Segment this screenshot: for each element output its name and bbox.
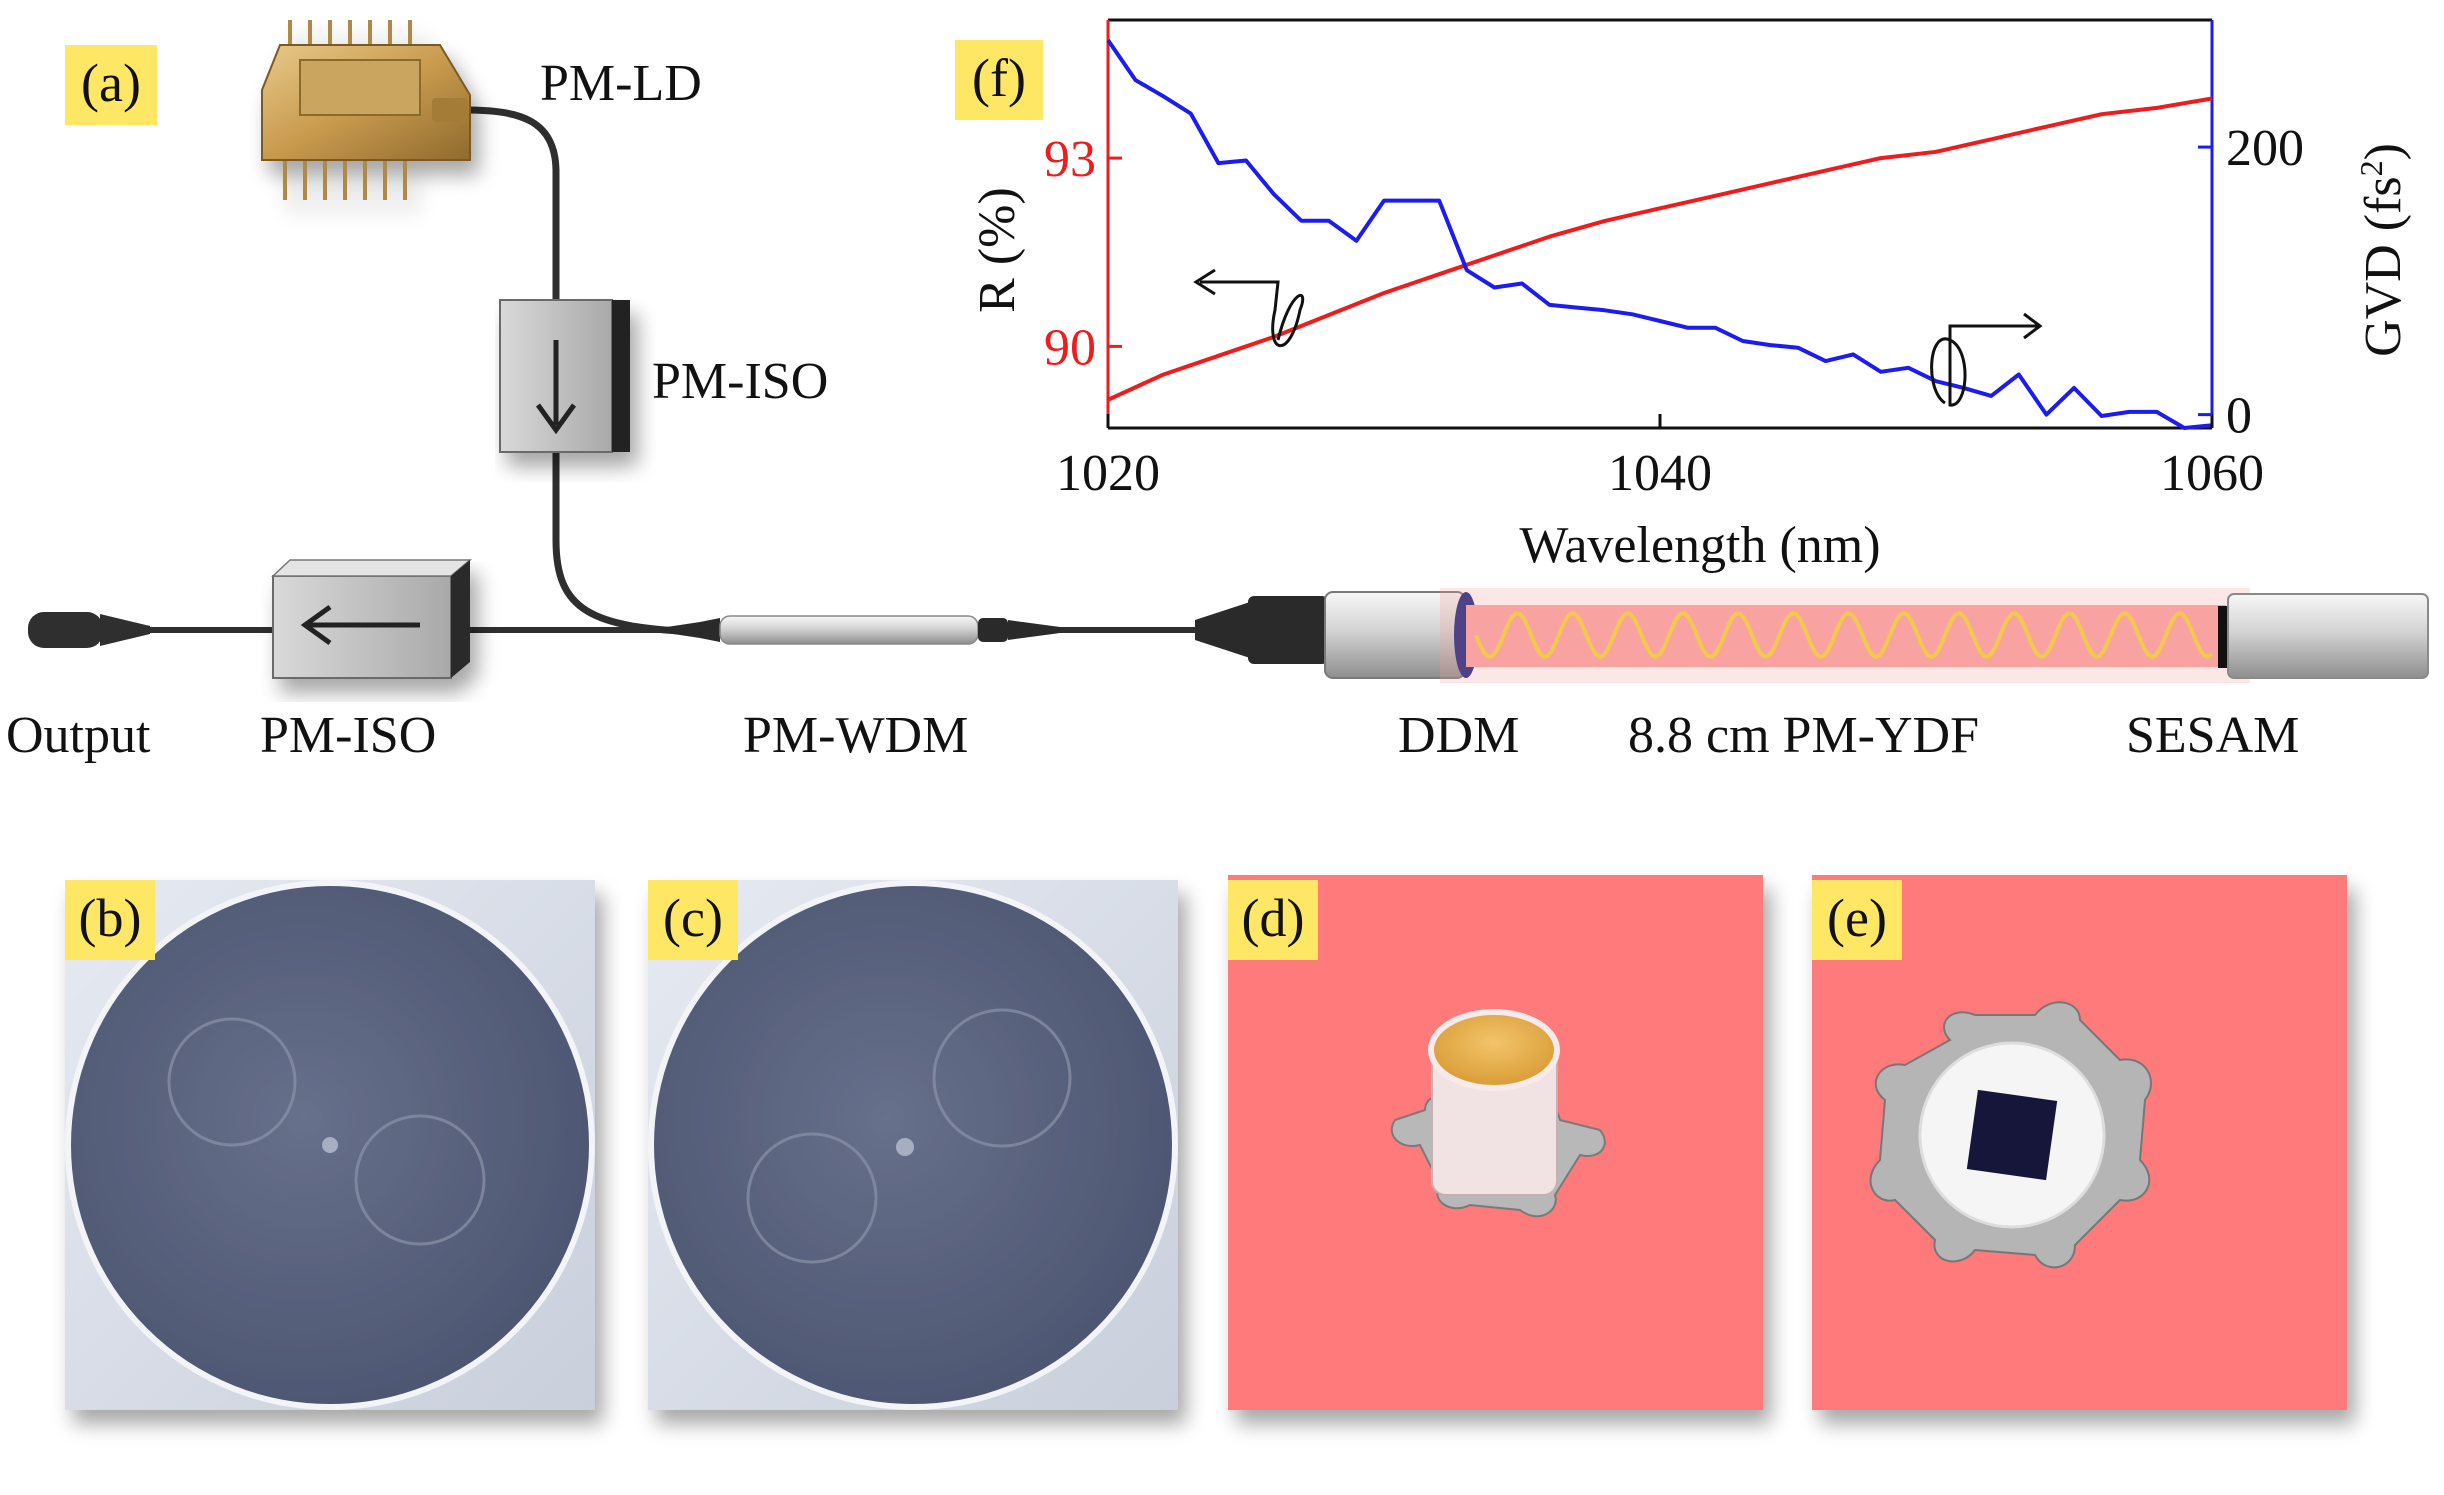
ylabel-right-tail: ) bbox=[2355, 143, 2412, 160]
pm-ld-package bbox=[261, 20, 471, 200]
ddm-connector bbox=[1195, 591, 1478, 679]
core-b bbox=[322, 1137, 338, 1153]
ylabel-right-main: GVD (fs bbox=[2355, 176, 2412, 357]
x-tick-label: 1060 bbox=[2160, 445, 2264, 502]
panel-label-e: (e) bbox=[1827, 888, 1887, 948]
chart-ylabel-left: R (%) bbox=[969, 187, 1026, 313]
panel-label-b: (b) bbox=[79, 888, 142, 948]
y-right-tick-label: 200 bbox=[2226, 120, 2304, 177]
pm-ydf-gain-fiber bbox=[1440, 588, 2250, 683]
label-ddm: DDM bbox=[1398, 707, 1519, 764]
panel-label-f: (f) bbox=[972, 48, 1026, 108]
chart-xlabel: Wavelength (nm) bbox=[1519, 517, 1880, 574]
left-axis-indicator-arrow bbox=[1193, 268, 1305, 348]
series-gvd-line bbox=[1106, 38, 2213, 430]
label-pm-ld: PM-LD bbox=[540, 55, 702, 112]
x-tick-label: 1040 bbox=[1608, 445, 1712, 502]
panel-e-photo bbox=[1812, 875, 2347, 1410]
label-ydf: 8.8 cm PM-YDF bbox=[1628, 707, 1979, 764]
label-box-b bbox=[65, 880, 155, 960]
right-axis-indicator-arrow bbox=[1930, 312, 2043, 407]
panel-a-schematic: (a) PM-LD PM-ISO Output PM-ISO PM-WDM DD… bbox=[6, 20, 2429, 764]
label-pm-wdm: PM-WDM bbox=[743, 707, 968, 764]
y-left-tick-label: 90 bbox=[1044, 319, 1096, 376]
label-box-d bbox=[1228, 880, 1318, 960]
chart-ylabel-right: GVD (fs2) bbox=[2353, 143, 2412, 357]
output-connector bbox=[28, 612, 150, 648]
plot-background bbox=[1108, 20, 2212, 428]
label-box-a bbox=[65, 45, 157, 125]
label-box-f bbox=[955, 40, 1043, 120]
y-left-tick-label: 93 bbox=[1044, 131, 1096, 188]
pm-iso-horizontal bbox=[271, 559, 473, 679]
chart-plot-area bbox=[1106, 18, 2214, 430]
stress-rod-c-lower bbox=[746, 1132, 878, 1264]
x-tick-label: 1020 bbox=[1056, 445, 1160, 502]
panel-label-d: (d) bbox=[1242, 888, 1305, 948]
sesam-chip-e bbox=[1966, 1089, 2058, 1181]
ydf-coil bbox=[1474, 610, 2214, 660]
fiber-iso-to-wdm bbox=[552, 450, 701, 636]
panel-b-photo bbox=[65, 880, 595, 1410]
y-right-tick-label: 0 bbox=[2226, 388, 2252, 445]
label-sesam: SESAM bbox=[2126, 707, 2299, 764]
ylabel-right-sup: 2 bbox=[2353, 160, 2389, 176]
label-box-e bbox=[1812, 880, 1902, 960]
chart-series-group bbox=[1106, 38, 2213, 430]
label-pm-iso-bottom: PM-ISO bbox=[260, 707, 436, 764]
panel-d-photo bbox=[1228, 875, 1763, 1410]
core-c bbox=[896, 1138, 914, 1156]
panel-label-c: (c) bbox=[663, 888, 723, 948]
ferrule-end-d bbox=[1428, 1009, 1560, 1091]
stress-rod-b-left bbox=[167, 1017, 297, 1147]
pm-iso-vertical bbox=[499, 299, 630, 453]
pm-wdm bbox=[660, 615, 1060, 645]
stress-rod-b-right bbox=[354, 1114, 486, 1246]
chart-tick-group: 1020 1040 1060 90 93 0 200 bbox=[1044, 120, 2304, 502]
sesam-connector bbox=[2218, 593, 2429, 679]
label-pm-iso-top: PM-ISO bbox=[652, 353, 828, 410]
panel-f-chart: (f) 1020 1040 1060 90 93 0 200 Wavelength (nm)… bbox=[955, 18, 2412, 574]
label-output: Output bbox=[6, 707, 151, 764]
panel-c-photo bbox=[648, 880, 1178, 1410]
label-box-c bbox=[648, 880, 738, 960]
stress-rod-c-upper bbox=[932, 1008, 1072, 1148]
fiber-ld-to-iso bbox=[464, 106, 560, 300]
series-reflectivity-line bbox=[1107, 96, 2213, 402]
panel-label-a: (a) bbox=[81, 53, 141, 113]
